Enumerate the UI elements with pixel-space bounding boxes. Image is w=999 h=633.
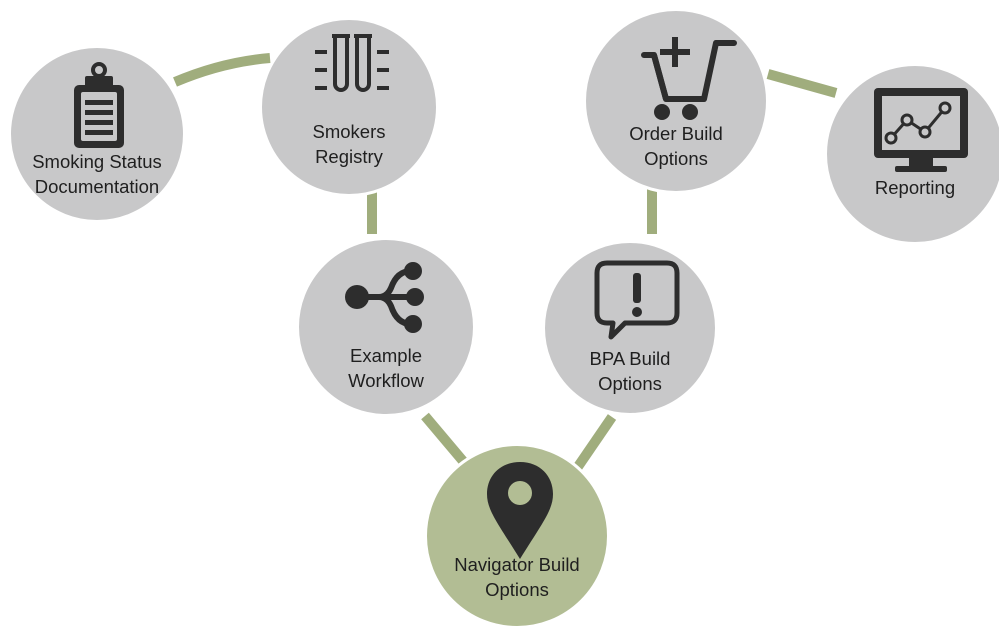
node-reporting[interactable]: Reporting — [824, 63, 999, 245]
node-label: Reporting — [827, 175, 999, 200]
label-line-2: Options — [598, 373, 662, 394]
label-line-1: Smokers — [312, 121, 386, 142]
node-example-workflow[interactable]: Example Workflow — [296, 237, 476, 417]
label-line-1: Reporting — [874, 177, 956, 198]
label-line-1: BPA Build — [589, 348, 671, 369]
alert-speech-bubble-icon — [594, 260, 680, 340]
label-line-1: Smoking Status — [32, 151, 162, 172]
monitor-chart-icon — [874, 88, 968, 172]
node-smokers-registry[interactable]: Smokers Registry — [259, 17, 439, 197]
label-line-2: Workflow — [348, 370, 424, 391]
label-line-2: Registry — [315, 146, 383, 167]
label-line-1: Example — [350, 345, 422, 366]
connector-bpa-build-to-navigator — [570, 414, 617, 474]
label-line-2: Documentation — [34, 176, 160, 197]
node-label: Order Build Options — [586, 121, 766, 171]
map-pin-icon — [487, 462, 553, 559]
label-line-2: Options — [485, 579, 549, 600]
node-label: Smoking Status Documentation — [11, 149, 183, 199]
workflow-branch-icon — [345, 262, 424, 333]
test-tubes-icon — [315, 34, 389, 92]
label-line-2: Options — [644, 148, 708, 169]
connector-order-build-to-reporting — [766, 69, 838, 98]
node-label: Navigator Build Options — [427, 552, 607, 602]
node-smoking-status-documentation[interactable]: Smoking Status Documentation — [8, 45, 186, 223]
connector-example-workflow-to-navigator — [421, 412, 472, 471]
node-bpa-build-options[interactable]: BPA Build Options — [542, 240, 718, 416]
node-label: BPA Build Options — [545, 346, 715, 396]
connector-smoking-status-to-smokers-registry — [173, 53, 271, 87]
node-order-build-options[interactable]: Order Build Options — [583, 8, 769, 194]
clipboard-icon — [74, 62, 124, 148]
node-label: Example Workflow — [299, 343, 473, 393]
node-label: Smokers Registry — [262, 119, 436, 169]
cart-add-icon — [641, 37, 737, 120]
label-line-1: Order Build — [629, 123, 723, 144]
node-navigator-build-options[interactable]: Navigator Build Options — [424, 443, 610, 629]
label-line-1: Navigator Build — [454, 554, 580, 575]
